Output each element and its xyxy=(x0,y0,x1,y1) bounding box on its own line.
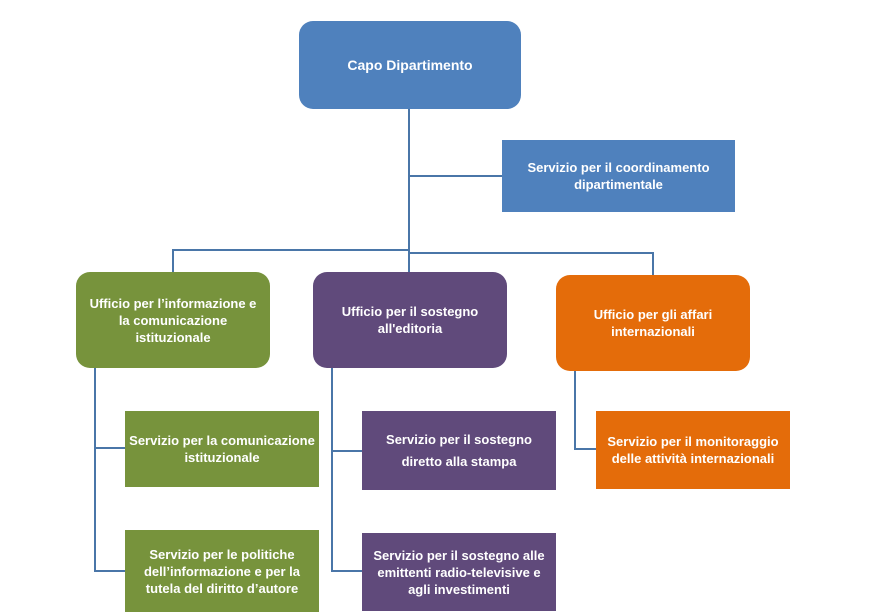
connector-left-horizontal xyxy=(172,249,410,251)
connector-right-horizontal xyxy=(408,252,654,254)
node-ufficio-editoria: Ufficio per il sostegno all'editoria xyxy=(313,272,507,368)
node-servizio-politiche-informazione: Servizio per le politiche dell’informazi… xyxy=(125,530,319,612)
node-label: Capo Dipartimento xyxy=(347,56,473,73)
node-label: Servizio per il sostegno diretto alla st… xyxy=(386,431,532,469)
connector-office2-service2 xyxy=(331,570,363,572)
node-label: Servizio per il monitoraggio delle attiv… xyxy=(607,434,779,466)
node-label: Ufficio per gli affari internazionali xyxy=(593,307,713,339)
connector-office2-drop xyxy=(408,252,410,273)
node-servizio-coordinamento: Servizio per il coordinamento dipartimen… xyxy=(502,140,735,212)
node-label: Servizio per il sostegno alle emittenti … xyxy=(373,547,545,597)
connector-office3-service1 xyxy=(574,448,598,450)
connector-office1-drop xyxy=(172,249,174,273)
node-ufficio-affari-internazionali: Ufficio per gli affari internazionali xyxy=(556,275,750,371)
connector-office2-spine xyxy=(331,368,333,572)
node-label: Servizio per il coordinamento dipartimen… xyxy=(527,160,710,192)
connector-head-trunk xyxy=(408,108,410,253)
node-servizio-sostegno-emittenti: Servizio per il sostegno alle emittenti … xyxy=(362,533,556,611)
connector-staff-branch xyxy=(408,175,503,177)
node-label: Servizio per le politiche dell’informazi… xyxy=(143,546,301,596)
connector-office1-service1 xyxy=(94,447,126,449)
node-servizio-monitoraggio: Servizio per il monitoraggio delle attiv… xyxy=(596,411,790,489)
node-capo-dipartimento: Capo Dipartimento xyxy=(299,21,521,109)
node-label: Ufficio per il sostegno all'editoria xyxy=(341,304,479,336)
node-ufficio-informazione: Ufficio per l’informazione e la comunica… xyxy=(76,272,270,368)
node-servizio-sostegno-stampa: Servizio per il sostegno diretto alla st… xyxy=(362,411,556,490)
connector-office1-service2 xyxy=(94,570,126,572)
node-label: Ufficio per l’informazione e la comunica… xyxy=(89,295,257,345)
connector-office3-drop xyxy=(652,252,654,275)
node-servizio-comunicazione-istituzionale: Servizio per la comunicazione istituzion… xyxy=(125,411,319,487)
connector-office3-spine xyxy=(574,370,576,450)
connector-office1-spine xyxy=(94,368,96,572)
node-label: Servizio per la comunicazione istituzion… xyxy=(129,433,315,465)
connector-office2-service1 xyxy=(331,450,363,452)
